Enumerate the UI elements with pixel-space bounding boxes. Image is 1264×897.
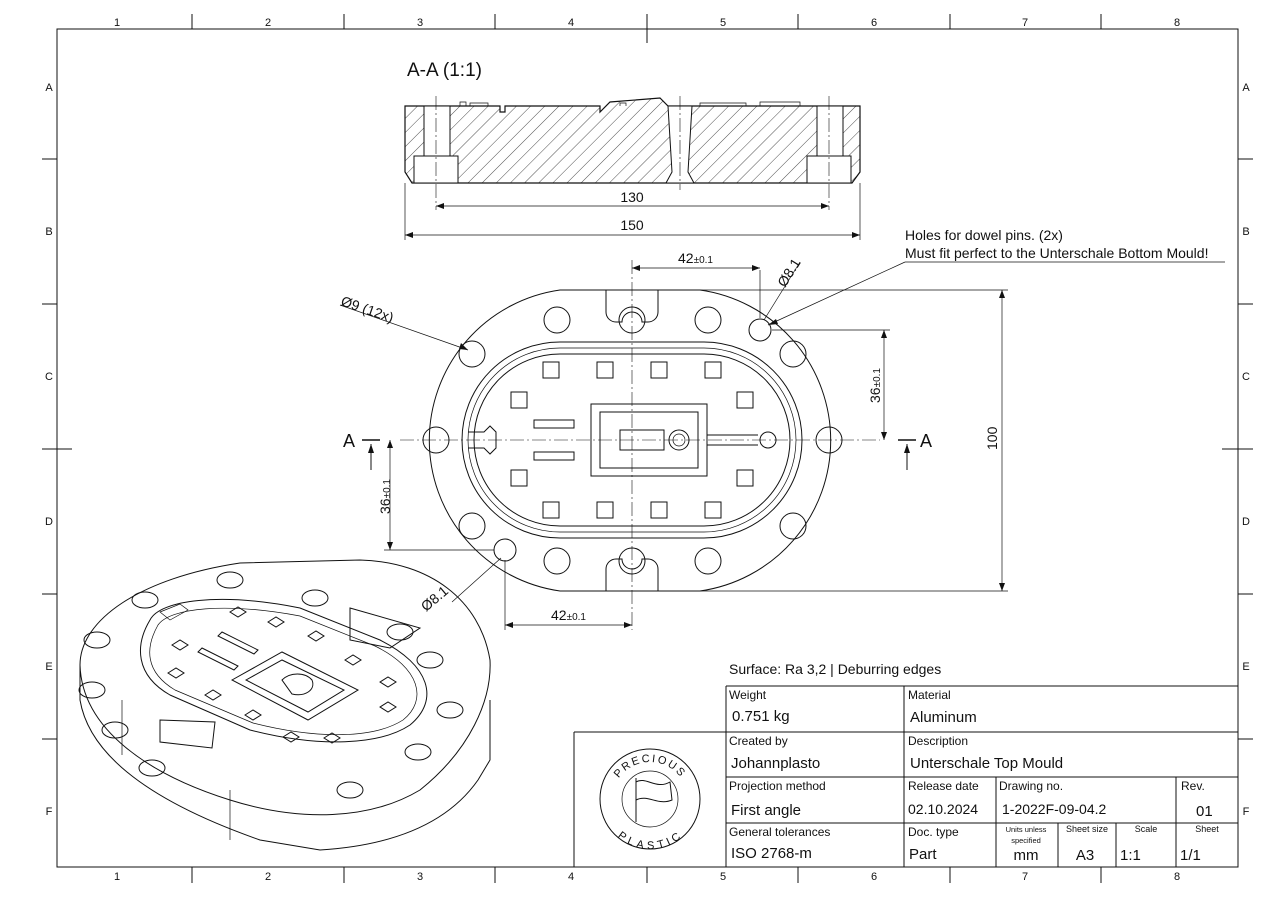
zone-row-right: B <box>1242 226 1249 238</box>
ejector-squares <box>510 361 754 519</box>
created-by-value: Johannplasto <box>731 755 820 772</box>
drawing-frame <box>42 14 1253 883</box>
weight-value: 0.751 kg <box>732 708 790 725</box>
sheet-label: Sheet <box>1195 824 1219 834</box>
tol-42-top: ±0.1 <box>694 255 714 266</box>
material-value: Aluminum <box>910 709 977 726</box>
zone-col-top: 2 <box>265 17 271 29</box>
sheet-value: 1/1 <box>1180 847 1201 864</box>
release-date-label: Release date <box>908 779 979 793</box>
zone-row-right: C <box>1242 371 1250 383</box>
surface-note: Surface: Ra 3,2 | Deburring edges <box>729 661 941 677</box>
outer-outline <box>428 289 832 592</box>
isometric-view <box>78 559 491 851</box>
zone-col-top: 4 <box>568 17 574 29</box>
zone-col-bottom: 3 <box>417 871 423 883</box>
note-line-2: Must fit perfect to the Unterschale Bott… <box>905 245 1208 261</box>
dim-130: 130 <box>620 189 644 205</box>
dowel-hole-top <box>748 318 772 342</box>
svg-text:42±0.1: 42±0.1 <box>678 250 713 266</box>
zone-col-bottom: 2 <box>265 871 271 883</box>
zone-col-bottom: 7 <box>1022 871 1028 883</box>
dim-150: 150 <box>620 217 644 233</box>
zone-row-left: C <box>45 371 53 383</box>
description-label: Description <box>908 734 968 748</box>
dim-36-right: 36 <box>867 387 883 403</box>
zone-col-top: 7 <box>1022 17 1028 29</box>
zone-row-left: A <box>45 82 53 94</box>
rev-value: 01 <box>1196 803 1213 820</box>
drawing-no-label: Drawing no. <box>999 779 1063 793</box>
weight-label: Weight <box>729 688 767 702</box>
scale-value: 1:1 <box>1120 847 1141 864</box>
zone-row-left: B <box>45 226 52 238</box>
rev-label: Rev. <box>1181 779 1205 793</box>
sheet-size-label: Sheet size <box>1066 824 1108 834</box>
projection-value: First angle <box>731 802 801 819</box>
section-mark-left: A <box>343 431 355 451</box>
zone-row-left: F <box>46 806 53 818</box>
sheet-size-value: A3 <box>1076 847 1094 864</box>
zone-col-top: 1 <box>114 17 120 29</box>
dim-42-top: 42 <box>678 250 694 266</box>
dowel-pin-note: Holes for dowel pins. (2x) Must fit perf… <box>767 227 1225 326</box>
dim-36-left: 36 <box>377 498 393 514</box>
zone-labels: 1 2 3 4 5 6 7 8 1 2 3 4 5 6 7 8 A B C D … <box>45 17 1250 883</box>
dim-dowel-top: Ø8.1 <box>774 255 804 289</box>
tol-36-left: ±0.1 <box>382 479 393 499</box>
zone-row-right: E <box>1242 661 1249 673</box>
dim-100: 100 <box>984 426 1000 450</box>
doc-type-label: Doc. type <box>908 825 959 839</box>
tol-36-right: ±0.1 <box>872 368 883 388</box>
section-view-a-a: A-A (1:1) 130 150 <box>404 60 861 240</box>
flag-icon <box>635 780 673 803</box>
svg-text:42±0.1: 42±0.1 <box>551 607 586 623</box>
scale-label: Scale <box>1135 824 1158 834</box>
material-label: Material <box>908 688 951 702</box>
zone-col-top: 5 <box>720 17 726 29</box>
zone-col-bottom: 4 <box>568 871 574 883</box>
projection-label: Projection method <box>729 779 826 793</box>
title-block: Weight 0.751 kg Material Aluminum Create… <box>573 685 1238 867</box>
zone-col-top: 3 <box>417 17 423 29</box>
zone-row-right: A <box>1242 82 1250 94</box>
section-view-title: A-A (1:1) <box>407 60 482 81</box>
description-value: Unterschale Top Mould <box>910 755 1063 772</box>
zone-col-top: 8 <box>1174 17 1180 29</box>
units-label-1: Units unless <box>1006 825 1047 834</box>
zone-row-left: D <box>45 516 53 528</box>
doc-type-value: Part <box>909 846 937 863</box>
top-view: A A 42±0.1 Ø8.1 Ø9 (12x) 36±0.1 100 <box>339 250 1008 630</box>
units-label-2: specified <box>1011 836 1041 845</box>
svg-text:PLASTIC: PLASTIC <box>615 829 684 852</box>
zone-col-top: 6 <box>871 17 877 29</box>
drawing-no-value: 1-2022F-09-04.2 <box>1002 801 1107 817</box>
section-mark-right: A <box>920 431 932 451</box>
svg-text:36±0.1: 36±0.1 <box>377 479 393 514</box>
note-line-1: Holes for dowel pins. (2x) <box>905 227 1063 243</box>
zone-row-left: E <box>45 661 52 673</box>
zone-row-right: D <box>1242 516 1250 528</box>
tolerance-value: ISO 2768-m <box>731 845 812 862</box>
zone-col-bottom: 1 <box>114 871 120 883</box>
svg-text:36±0.1: 36±0.1 <box>867 368 883 403</box>
release-date-value: 02.10.2024 <box>908 801 978 817</box>
dim-42-bottom: 42 <box>551 607 567 623</box>
precious-plastic-logo: PRECIOUS PLASTIC <box>599 748 701 852</box>
created-by-label: Created by <box>729 734 788 748</box>
zone-col-bottom: 8 <box>1174 871 1180 883</box>
tol-42-bottom: ±0.1 <box>567 612 587 623</box>
units-value: mm <box>1014 847 1039 864</box>
dowel-hole-bottom <box>493 538 517 562</box>
bolt-holes <box>422 306 843 575</box>
tolerance-label: General tolerances <box>729 825 830 839</box>
zone-row-right: F <box>1243 806 1250 818</box>
zone-col-bottom: 6 <box>871 871 877 883</box>
dim-bolt-holes: Ø9 (12x) <box>339 293 396 326</box>
logo-bottom-text: PLASTIC <box>615 829 682 852</box>
zone-col-bottom: 5 <box>720 871 726 883</box>
